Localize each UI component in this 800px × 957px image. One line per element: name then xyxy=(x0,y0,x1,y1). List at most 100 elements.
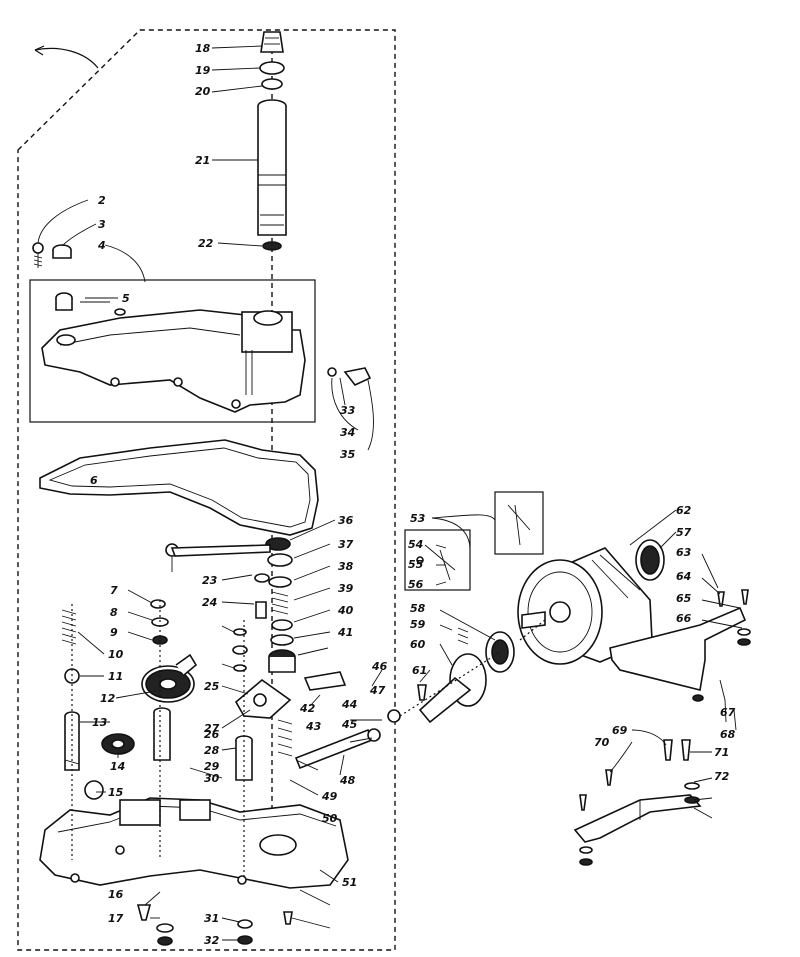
callout-label: 18 xyxy=(195,42,211,55)
bearing-part xyxy=(265,537,291,551)
washer-part xyxy=(150,599,166,609)
clip-kit-box xyxy=(404,529,471,591)
drive-motor-part xyxy=(517,547,653,665)
callout-label: 59 xyxy=(410,618,426,631)
callout-label: 53 xyxy=(410,512,426,525)
agitator-tube-part xyxy=(257,99,287,236)
callout-label: 63 xyxy=(676,546,692,559)
callout-label: 13 xyxy=(92,716,108,729)
pulley-part xyxy=(485,631,515,673)
callout-label: 64 xyxy=(676,570,691,583)
callout-label: 29 xyxy=(204,760,220,773)
clutch-hub-part xyxy=(418,653,487,724)
callout-label: 5 xyxy=(122,292,130,305)
stud-part xyxy=(235,735,253,781)
screw-part xyxy=(32,242,44,268)
callout-label: 43 xyxy=(305,720,322,733)
shift-lever-part xyxy=(165,543,271,572)
callout-label: 30 xyxy=(204,772,220,785)
screw-part xyxy=(605,769,613,786)
clip-kit-box xyxy=(494,491,544,555)
callout-label: 55 xyxy=(408,558,424,571)
clip-part xyxy=(327,367,372,386)
gear-pinion-part xyxy=(268,649,296,673)
callout-labels: 18 19 20 21 22 2 3 4 5 33 34 35 6 36 37 … xyxy=(90,42,736,947)
washer-part xyxy=(268,576,292,588)
callout-label: 36 xyxy=(338,514,354,527)
callout-label: 66 xyxy=(676,612,692,625)
callout-label: 70 xyxy=(594,736,610,749)
callout-label: 10 xyxy=(108,648,124,661)
callout-label: 41 xyxy=(337,626,353,639)
washer-part xyxy=(692,694,704,702)
callout-label: 68 xyxy=(720,728,736,741)
washer-part xyxy=(737,638,751,646)
callout-label: 19 xyxy=(195,64,211,77)
callout-label: 17 xyxy=(108,912,124,925)
callout-label: 38 xyxy=(338,560,354,573)
stud-part xyxy=(153,707,171,761)
washer-part xyxy=(737,628,751,636)
screw-part xyxy=(681,739,691,761)
screw-part xyxy=(717,591,725,607)
pin-part xyxy=(255,601,267,619)
callout-label: 26 xyxy=(204,728,220,741)
callout-label: 6 xyxy=(90,474,98,487)
callout-label: 22 xyxy=(198,237,214,250)
callout-label: 20 xyxy=(195,85,211,98)
callout-label: 48 xyxy=(339,774,356,787)
washer-part xyxy=(232,645,248,655)
callout-label: 44 xyxy=(341,698,357,711)
callout-label: 67 xyxy=(720,706,736,719)
washer-part xyxy=(261,78,283,90)
callout-label: 12 xyxy=(100,692,116,705)
callout-label: 56 xyxy=(408,578,424,591)
callout-label: 14 xyxy=(110,760,125,773)
callout-label: 72 xyxy=(714,770,730,783)
callout-label: 62 xyxy=(676,504,692,517)
callout-label: 61 xyxy=(412,664,427,677)
spring-part xyxy=(457,627,469,645)
washer-part xyxy=(579,858,593,866)
callout-label: 31 xyxy=(204,912,219,925)
motor-bracket-part xyxy=(609,606,747,691)
mounting-bracket-part xyxy=(573,794,702,843)
spring-part xyxy=(271,591,289,615)
gearcase-cover-part xyxy=(41,292,306,413)
washer-part xyxy=(270,634,294,646)
callout-label: 16 xyxy=(108,888,124,901)
washer-part xyxy=(684,796,700,804)
screw-part xyxy=(283,911,293,925)
screw-part xyxy=(417,684,427,701)
washer-part xyxy=(579,846,593,854)
callout-label: 8 xyxy=(110,606,118,619)
callout-label: 33 xyxy=(340,404,356,417)
callout-label: 40 xyxy=(337,604,354,617)
callout-label: 57 xyxy=(676,526,692,539)
callout-label: 39 xyxy=(338,582,354,595)
callout-label: 25 xyxy=(204,680,220,693)
callout-label: 15 xyxy=(108,786,124,799)
washer-part xyxy=(237,935,253,945)
callout-label: 45 xyxy=(341,718,358,731)
top-cap-part xyxy=(260,31,284,53)
callout-label: 2 xyxy=(98,194,106,207)
callout-label: 54 xyxy=(408,538,423,551)
screw-part xyxy=(579,794,587,811)
callout-label: 37 xyxy=(338,538,354,551)
callout-label: 60 xyxy=(410,638,426,651)
pinion-gear-part xyxy=(101,733,135,755)
callout-label: 47 xyxy=(369,684,386,697)
gearcase-base-part xyxy=(39,780,349,889)
callout-label: 65 xyxy=(676,592,692,605)
assembly-boundary xyxy=(17,29,396,951)
callout-label: 11 xyxy=(108,670,123,683)
callout-label: 28 xyxy=(204,744,220,757)
screw-part xyxy=(136,904,152,921)
callout-label: 7 xyxy=(110,584,118,597)
assembly-pointer-arrow xyxy=(34,47,99,69)
callout-label: 49 xyxy=(321,790,338,803)
leader-lines xyxy=(37,45,743,941)
washer-part xyxy=(259,61,285,75)
